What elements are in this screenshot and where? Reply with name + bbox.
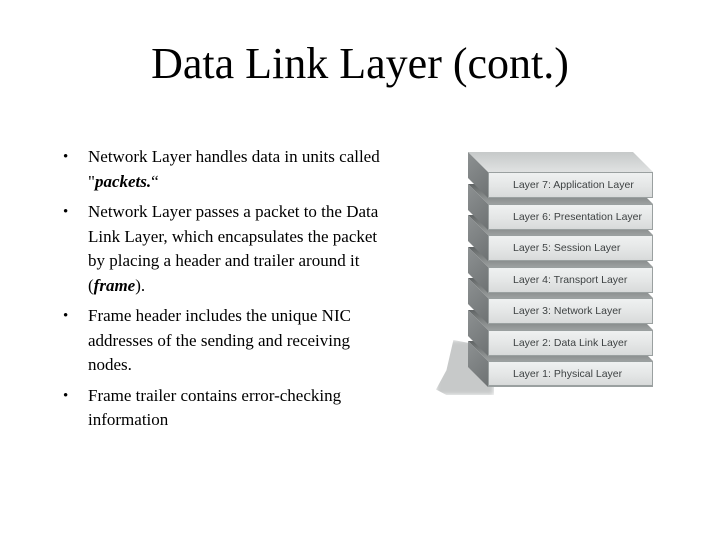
bullet-line: nodes. xyxy=(88,355,132,374)
bullet-marker: • xyxy=(63,387,69,404)
slab-label: Layer 2: Data Link Layer xyxy=(513,337,628,349)
bullet-text: Network Layer handles data in units call… xyxy=(88,145,473,194)
bullet-line: by placing a header and trailer around i… xyxy=(88,251,360,270)
bullet-item: • Frame header includes the unique NIC add… xyxy=(63,304,473,378)
slab-top-face xyxy=(468,152,653,172)
slab-label: Layer 1: Physical Layer xyxy=(513,368,623,380)
bullet-line: addresses of the sending and receiving xyxy=(88,330,350,350)
slab-label: Layer 6: Presentation Layer xyxy=(513,211,642,223)
bullet-text: Network Layer passes a packet to the Dat… xyxy=(88,200,473,298)
bullet-marker: • xyxy=(63,149,69,165)
bullet-marker: • xyxy=(63,204,69,220)
slab-front-face: Layer 2: Data Link Layer xyxy=(488,330,653,356)
bullet-line: Link Layer, which encapsulates the packe… xyxy=(88,226,378,246)
bullet-marker: • xyxy=(63,308,69,324)
bullet-item: • Network Layer handles data in units cal… xyxy=(63,145,473,194)
slab-front-face: Layer 4: Transport Layer xyxy=(488,267,653,293)
slab-label: Layer 7: Application Layer xyxy=(513,179,634,191)
slab-front-face: Layer 7: Application Layer xyxy=(488,172,653,198)
slab-label: Layer 3: Network Layer xyxy=(513,305,622,317)
osi-slab: Layer 7: Application Layer xyxy=(468,152,654,198)
bullet-text: Frame header includes the unique NIC addr… xyxy=(88,304,473,378)
bullet-line: "packets.“ xyxy=(88,171,159,191)
slab-label: Layer 5: Session Layer xyxy=(513,242,621,254)
bullet-line: Frame trailer contains error-checking xyxy=(88,385,342,405)
bullet-text: Frame trailer contains error-checking inf… xyxy=(88,384,473,433)
bullet-line: Network Layer handles data in units call… xyxy=(88,147,380,166)
slab-front-face: Layer 6: Presentation Layer xyxy=(488,204,653,230)
slide-title: Data Link Layer (cont.) xyxy=(151,39,569,88)
bullet-line: Frame header includes the unique NIC xyxy=(88,306,351,325)
bullet-item: • Network Layer passes a packet to the Da… xyxy=(63,200,473,298)
slab-front-face: Layer 1: Physical Layer xyxy=(488,361,653,387)
bullet-line: Network Layer passes a packet to the Dat… xyxy=(88,202,379,221)
slab-label: Layer 4: Transport Layer xyxy=(513,274,628,286)
bullet-line: information xyxy=(88,410,169,429)
slab-front-face: Layer 3: Network Layer xyxy=(488,298,653,324)
bullet-line: (frame). xyxy=(88,275,146,295)
slab-front-face: Layer 5: Session Layer xyxy=(488,235,653,261)
bullet-item: • Frame trailer contains error-checking in… xyxy=(63,384,473,433)
bullet-list: • Network Layer handles data in units cal… xyxy=(63,145,473,439)
